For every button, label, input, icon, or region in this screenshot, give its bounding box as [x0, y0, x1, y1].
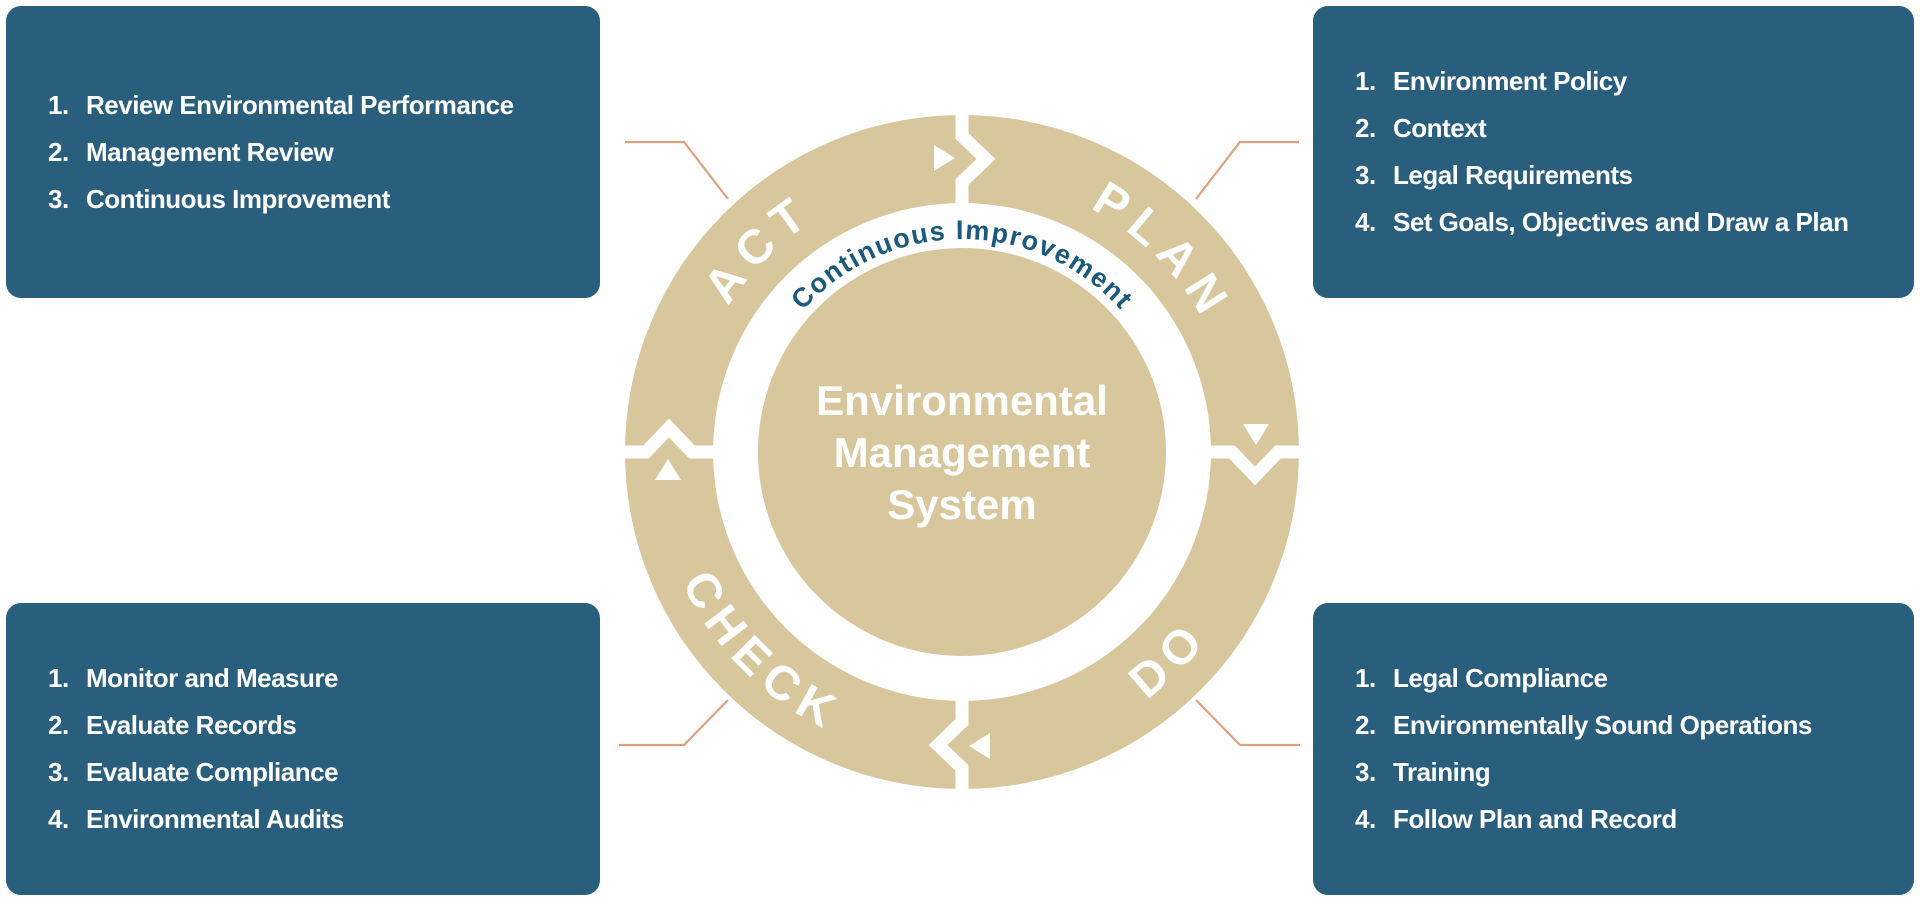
connector-line-top-right	[1195, 140, 1299, 200]
center-title-line: Environmental	[816, 377, 1108, 424]
center-title-line: Management	[834, 429, 1091, 476]
list-item: 1. Review Environmental Performance	[48, 82, 590, 129]
list-item: 1. Environment Policy	[1355, 58, 1904, 105]
list-item: 3. Training	[1355, 749, 1904, 796]
item-text: Management Review	[86, 136, 334, 167]
item-text: Follow Plan and Record	[1393, 804, 1677, 834]
connector-line-bottom-right	[1195, 699, 1300, 747]
item-number: 2.	[48, 136, 69, 167]
act-items-list: 1. Review Environmental Performance 2. M…	[6, 82, 600, 223]
do-items-box: 1. Legal Compliance 2. Environmentally S…	[1313, 603, 1914, 895]
item-number: 1.	[1355, 663, 1376, 693]
item-text: Continuous Improvement	[86, 183, 390, 214]
item-text: Environment Policy	[1393, 66, 1627, 96]
item-number: 3.	[48, 757, 69, 787]
item-text: Set Goals, Objectives and Draw a Plan	[1393, 207, 1849, 237]
item-text: Training	[1393, 757, 1491, 787]
check-items-list: 1. Monitor and Measure 2. Evaluate Recor…	[6, 655, 600, 843]
item-text: Context	[1393, 113, 1487, 143]
connector-line-bottom-left	[619, 699, 729, 747]
item-number: 1.	[48, 89, 69, 120]
item-text: Evaluate Compliance	[86, 757, 339, 787]
plan-items-list: 1. Environment Policy 2. Context 3. Lega…	[1313, 58, 1914, 246]
item-number: 1.	[1355, 66, 1376, 96]
list-item: 2. Context	[1355, 105, 1904, 152]
list-item: 1. Legal Compliance	[1355, 655, 1904, 702]
item-number: 3.	[1355, 757, 1376, 787]
item-number: 4.	[1355, 804, 1376, 834]
do-items-list: 1. Legal Compliance 2. Environmentally S…	[1313, 655, 1914, 843]
center-title-line: System	[887, 481, 1036, 528]
cycle-center-disc	[758, 248, 1166, 656]
item-text: Environmentally Sound Operations	[1393, 710, 1812, 740]
item-number: 1.	[48, 663, 69, 693]
item-text: Monitor and Measure	[86, 663, 338, 693]
list-item: 3. Legal Requirements	[1355, 152, 1904, 199]
list-item: 4. Environmental Audits	[48, 796, 590, 843]
list-item: 4. Set Goals, Objectives and Draw a Plan	[1355, 199, 1904, 246]
list-item: 2. Evaluate Records	[48, 702, 590, 749]
list-item: 1. Monitor and Measure	[48, 655, 590, 702]
act-items-box: 1. Review Environmental Performance 2. M…	[6, 6, 600, 298]
list-item: 3. Continuous Improvement	[48, 176, 590, 223]
plan-items-box: 1. Environment Policy 2. Context 3. Lega…	[1313, 6, 1914, 298]
connector-line-top-left	[625, 140, 729, 200]
item-number: 2.	[1355, 113, 1376, 143]
item-number: 3.	[48, 183, 69, 214]
item-text: Legal Compliance	[1393, 663, 1608, 693]
item-text: Legal Requirements	[1393, 160, 1633, 190]
item-number: 4.	[1355, 207, 1376, 237]
item-text: Environmental Audits	[86, 804, 344, 834]
item-number: 3.	[1355, 160, 1376, 190]
item-text: Review Environmental Performance	[86, 89, 514, 120]
item-number: 2.	[1355, 710, 1376, 740]
list-item: 4. Follow Plan and Record	[1355, 796, 1904, 843]
check-items-box: 1. Monitor and Measure 2. Evaluate Recor…	[6, 603, 600, 895]
list-item: 2. Management Review	[48, 129, 590, 176]
item-text: Evaluate Records	[86, 710, 297, 740]
list-item: 2. Environmentally Sound Operations	[1355, 702, 1904, 749]
item-number: 4.	[48, 804, 69, 834]
list-item: 3. Evaluate Compliance	[48, 749, 590, 796]
item-number: 2.	[48, 710, 69, 740]
